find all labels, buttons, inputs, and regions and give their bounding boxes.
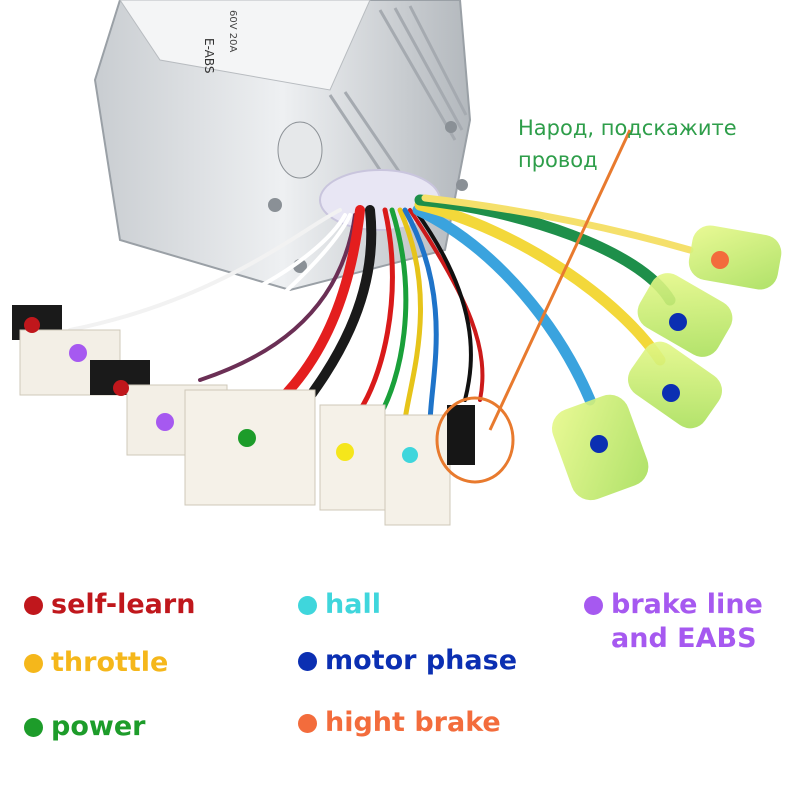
controller-model-text: E-ABS	[202, 38, 216, 74]
legend-item-self-learn: self-learn	[24, 588, 195, 622]
connectors	[12, 305, 475, 526]
legend-item-power: power	[24, 710, 145, 744]
legend-dot-self-learn	[24, 596, 43, 615]
marker-motor-phase	[669, 313, 687, 331]
highlight-circle	[435, 396, 515, 484]
marker-brake	[69, 344, 87, 362]
annotation-line-2: провод	[518, 148, 598, 172]
legend-item-throttle: throttle	[24, 646, 168, 680]
marker-hall	[402, 447, 418, 463]
marker-dots	[24, 251, 729, 463]
legend-label: power	[51, 711, 146, 742]
controller-spec-text: 60V 20A	[227, 10, 238, 52]
legend-label: brake line and EABS	[611, 589, 763, 654]
legend-item-hall: hall	[298, 588, 381, 622]
legend-label: hight brake	[325, 707, 501, 738]
marker-brake	[156, 413, 174, 431]
legend-item-brake-line: brake line and EABS	[584, 588, 781, 656]
legend-dot-hall	[298, 596, 317, 615]
marker-motor-phase	[590, 435, 608, 453]
highlight-annotation	[435, 129, 632, 484]
annotation-line-1: Народ, подскажите	[518, 116, 737, 140]
marker-throttle	[336, 443, 354, 461]
legend-label: self-learn	[51, 589, 196, 620]
phase-tubes	[551, 225, 782, 501]
legend-item-hight-brake: hight brake	[298, 706, 501, 740]
marker-hight-brake	[711, 251, 729, 269]
legend-dot-hight-brake	[298, 714, 317, 733]
marker-power	[238, 429, 256, 447]
marker-self-learn	[113, 380, 129, 396]
legend-dot-brake	[584, 596, 603, 615]
legend-dot-throttle	[24, 654, 43, 673]
marker-motor-phase	[662, 384, 680, 402]
legend-label: hall	[325, 589, 381, 620]
question-annotation: Народ, подскажите провод	[518, 112, 788, 176]
legend-label: throttle	[51, 647, 169, 678]
legend-dot-power	[24, 718, 43, 737]
marker-self-learn	[24, 317, 40, 333]
legend-label: motor phase	[325, 645, 518, 676]
legend-item-motor-phase: motor phase	[298, 644, 517, 678]
legend-dot-motor-phase	[298, 652, 317, 671]
